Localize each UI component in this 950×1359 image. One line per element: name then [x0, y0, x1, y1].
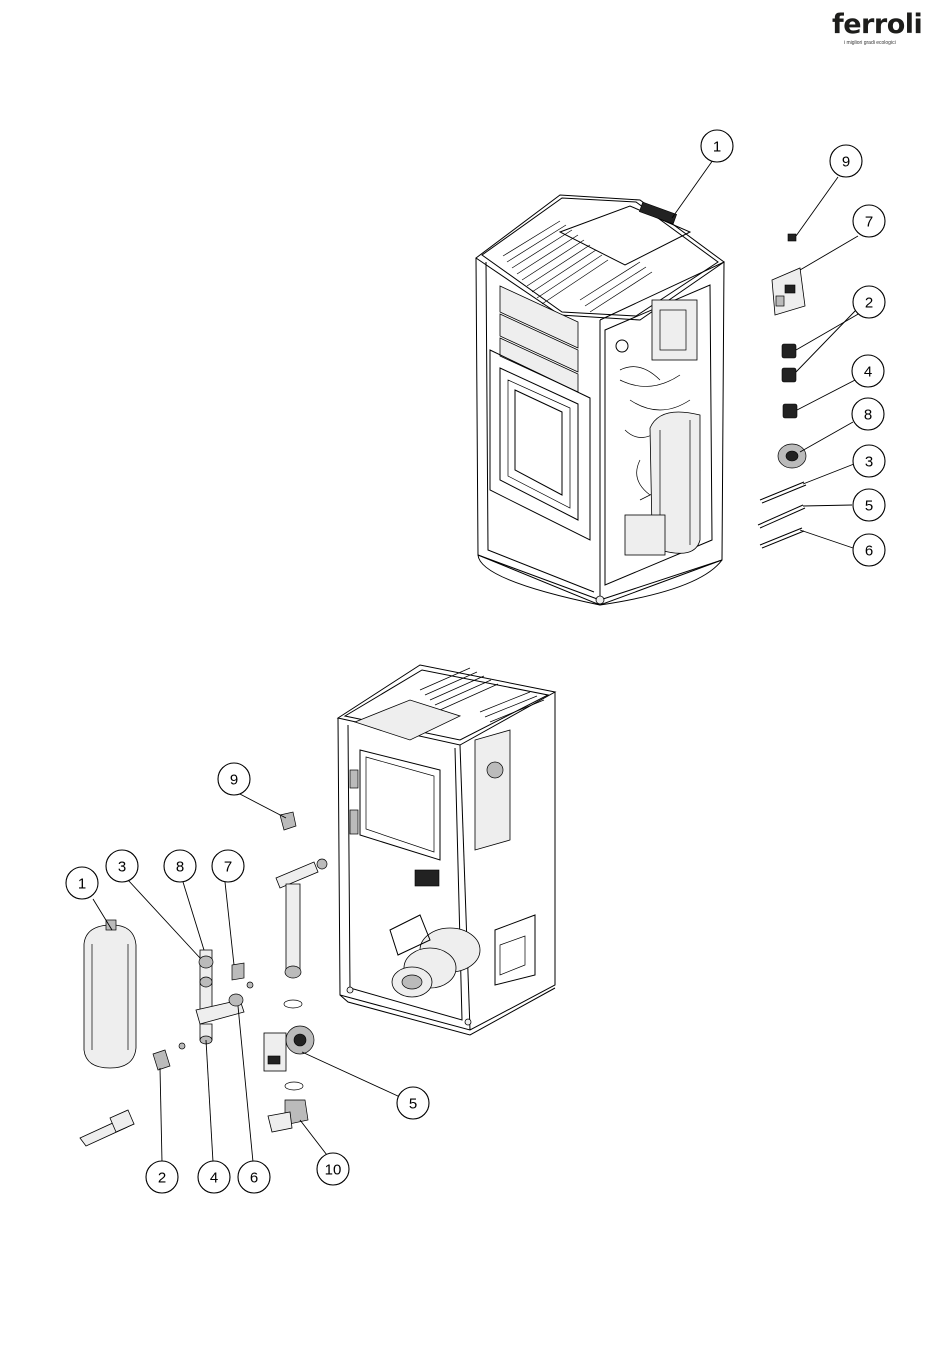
bottom-callout-label: 9 — [230, 772, 238, 789]
stove-bottom-view — [338, 665, 555, 1035]
bottom-callout-label: 8 — [176, 859, 184, 876]
top-loose-parts — [758, 234, 806, 548]
bottom-callout-8: 8 — [164, 850, 196, 882]
top-callout-6: 6 — [853, 534, 885, 566]
top-callout-label: 4 — [864, 364, 872, 381]
bottom-callout-label: 7 — [224, 859, 232, 876]
bottom-callout-label: 3 — [118, 859, 126, 876]
top-callout-3: 3 — [853, 445, 885, 477]
part-2a-top — [782, 344, 796, 358]
part-3-top — [760, 482, 804, 500]
top-callout-7: 7 — [853, 205, 885, 237]
bottom-callout-label: 10 — [325, 1162, 342, 1179]
top-callout-label: 9 — [842, 154, 850, 171]
top-callout-label: 6 — [865, 543, 873, 560]
bottom-callout-label: 1 — [78, 876, 86, 893]
part-2b-top — [782, 368, 796, 382]
manifold-assembly — [196, 950, 253, 1044]
part-7-top — [772, 268, 805, 315]
top-callout-label: 8 — [864, 407, 872, 424]
top-callout-label: 3 — [865, 454, 873, 471]
top-callout-label: 1 — [713, 139, 721, 156]
bottom-callout-5: 5 — [397, 1087, 429, 1119]
part-9-bottom — [280, 812, 296, 830]
top-callout-2: 2 — [853, 286, 885, 318]
part-5-top — [758, 505, 803, 525]
bottom-callout-1: 1 — [66, 867, 98, 899]
top-callout-label: 7 — [865, 214, 873, 231]
top-callout-5: 5 — [853, 489, 885, 521]
bottom-leaders — [93, 793, 400, 1162]
part-1-bottom — [84, 920, 136, 1068]
bottom-callout-10: 10 — [317, 1153, 349, 1185]
flow-pipe — [276, 859, 327, 1008]
bottom-callout-2: 2 — [146, 1161, 178, 1193]
top-callout-label: 2 — [865, 295, 873, 312]
part-6-top — [760, 528, 802, 545]
bottom-callout-7: 7 — [212, 850, 244, 882]
top-callout-label: 5 — [865, 498, 873, 515]
part-9-top — [788, 234, 796, 241]
bottom-callout-4: 4 — [198, 1161, 230, 1193]
bottom-callout-label: 4 — [210, 1170, 218, 1187]
top-callout-1: 1 — [701, 130, 733, 162]
bottom-callout-9: 9 — [218, 763, 250, 795]
bottom-callout-label: 6 — [250, 1170, 258, 1187]
top-callout-9: 9 — [830, 145, 862, 177]
bottom-callout-label: 5 — [409, 1096, 417, 1113]
bottom-callout-label: 2 — [158, 1170, 166, 1187]
top-callout-4: 4 — [852, 355, 884, 387]
part-5-bottom — [264, 1026, 314, 1090]
part-10-bottom — [268, 1100, 308, 1132]
callout-group: 1 9 7 2 4 8 3 5 6 9 3 8 7 1 5 10 2 4 6 — [66, 130, 885, 1193]
part-2-bottom — [153, 1050, 170, 1070]
part-4-top — [783, 404, 797, 418]
stove-top-view — [476, 195, 724, 605]
top-callout-8: 8 — [852, 398, 884, 430]
bottom-callout-6: 6 — [238, 1161, 270, 1193]
bottom-callout-3: 3 — [106, 850, 138, 882]
